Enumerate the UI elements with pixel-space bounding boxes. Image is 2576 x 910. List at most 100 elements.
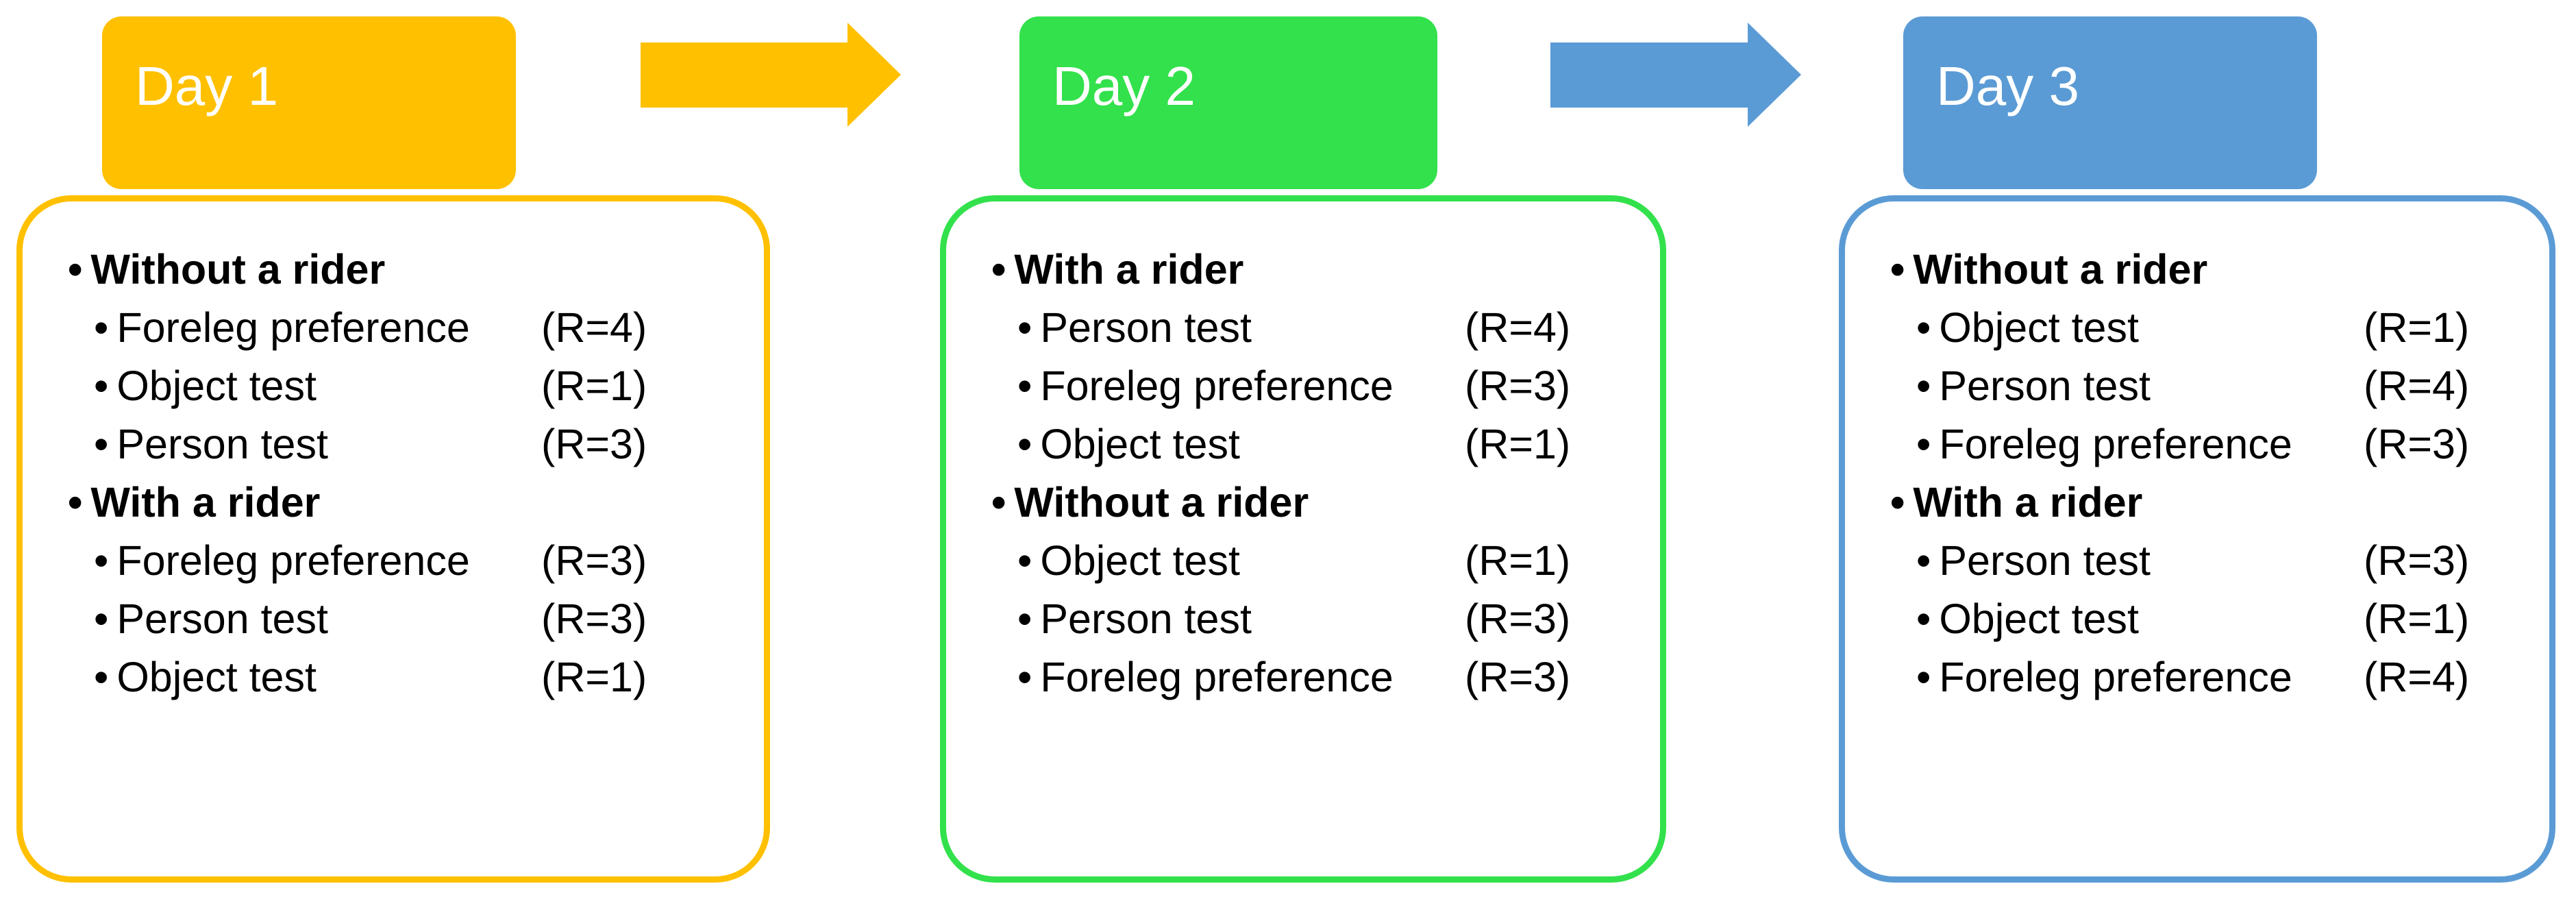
- day3-header: Day 3: [1903, 16, 2317, 189]
- test-item-row: Foreleg preference (R=3): [1845, 415, 2549, 474]
- bullet-icon: [94, 654, 108, 700]
- test-item-row: Object test(R=1): [946, 532, 1660, 590]
- rank-value: (R=3): [2364, 537, 2470, 584]
- bullet-icon: [1890, 479, 1905, 526]
- test-label: Person test: [116, 595, 328, 642]
- bullet-icon: [1916, 654, 1931, 700]
- bullet-icon: [991, 246, 1006, 293]
- test-label: Person test: [1040, 304, 1252, 351]
- day3-header-label: Day 3: [1936, 56, 2079, 116]
- section-label: With a rider: [90, 479, 321, 526]
- test-label: Foreleg preference: [1939, 421, 2292, 467]
- bullet-icon: [94, 537, 108, 584]
- test-item-row: Foreleg preference (R=3): [23, 532, 764, 590]
- bullet-icon: [1916, 595, 1931, 642]
- test-item-row: Foreleg preference (R=3): [946, 648, 1660, 706]
- test-item-row: Object test (R=1): [946, 415, 1660, 474]
- rank-value: (R=1): [2364, 595, 2470, 642]
- day2-tests-box: With a rider Person test (R=4) Foreleg pr…: [940, 195, 1666, 883]
- day3-tests-box: Without a rider Object test (R=1) Person …: [1839, 195, 2555, 883]
- rank-value: (R=3): [1465, 595, 1571, 642]
- day2-header: Day 2: [1019, 16, 1437, 189]
- bullet-icon: [1017, 304, 1032, 351]
- bullet-icon: [1017, 362, 1032, 409]
- test-label: Object test: [1939, 304, 2139, 351]
- rank-value: (R=4): [541, 304, 647, 351]
- bullet-icon: [68, 479, 82, 526]
- rank-value: (R=1): [1465, 537, 1571, 584]
- day2-header-label: Day 2: [1052, 56, 1196, 116]
- rank-value: (R=1): [1465, 421, 1571, 467]
- section-row: Without a rider: [946, 474, 1660, 532]
- section-row: With a rider: [946, 241, 1660, 299]
- test-label: Object test: [116, 654, 317, 700]
- day1-header-label: Day 1: [135, 56, 278, 116]
- rank-value: (R=3): [1465, 654, 1571, 700]
- rank-value: (R=4): [2364, 654, 2470, 700]
- arrow-right-icon-day2-to-day3: [1550, 23, 1801, 127]
- test-item-row: Object test (R=1): [1845, 590, 2549, 648]
- bullet-icon: [1017, 654, 1032, 700]
- test-item-row: Object test (R=1): [23, 648, 764, 706]
- test-label: Person test: [116, 421, 328, 467]
- test-label: Foreleg preference: [1040, 654, 1394, 700]
- rank-value: (R=1): [541, 654, 647, 700]
- test-item-row: Object test (R=1): [23, 357, 764, 415]
- bullet-icon: [94, 595, 108, 642]
- rank-value: (R=4): [2364, 362, 2470, 409]
- bullet-icon: [1916, 304, 1931, 351]
- rank-value: (R=3): [541, 421, 647, 467]
- bullet-icon: [94, 304, 108, 351]
- day1-tests-box: Without a rider Foreleg preference(R=4) …: [16, 195, 770, 883]
- test-label: Object test: [1939, 595, 2139, 642]
- rank-value: (R=3): [541, 537, 647, 584]
- section-label: With a rider: [1014, 246, 1244, 293]
- bullet-icon: [94, 362, 108, 409]
- test-item-row: Person test (R=3): [946, 590, 1660, 648]
- test-item-row: Foreleg preference (R=3): [946, 357, 1660, 415]
- section-row: Without a rider: [23, 241, 764, 299]
- test-label: Foreleg preference: [116, 304, 470, 351]
- section-row: With a rider: [23, 474, 764, 532]
- arrow-right-icon-day1-to-day2: [641, 23, 901, 127]
- section-label: With a rider: [1913, 479, 2143, 526]
- test-label: Foreleg preference: [1939, 654, 2292, 700]
- test-label: Person test: [1040, 595, 1252, 642]
- rank-value: (R=3): [1465, 362, 1571, 409]
- test-item-row: Person test (R=3): [1845, 532, 2549, 590]
- day1-header: Day 1: [102, 16, 516, 189]
- rank-value: (R=3): [2364, 421, 2470, 467]
- test-label: Foreleg preference: [116, 537, 470, 584]
- test-item-row: Person test (R=4): [1845, 357, 2549, 415]
- test-item-row: Person test (R=4): [946, 299, 1660, 357]
- bullet-icon: [1916, 362, 1931, 409]
- bullet-icon: [94, 421, 108, 467]
- test-label: Person test: [1939, 362, 2151, 409]
- bullet-icon: [68, 246, 82, 293]
- section-label: Without a rider: [1913, 246, 2208, 293]
- rank-value: (R=1): [2364, 304, 2470, 351]
- test-item-row: Foreleg preference (R=4): [1845, 648, 2549, 706]
- rank-value: (R=3): [541, 595, 647, 642]
- bullet-icon: [1916, 537, 1931, 584]
- test-label: Foreleg preference: [1040, 362, 1394, 409]
- test-label: Object test: [116, 362, 317, 409]
- section-row: With a rider: [1845, 474, 2549, 532]
- bullet-icon: [991, 479, 1006, 526]
- test-item-row: Person test (R=3): [23, 415, 764, 474]
- bullet-icon: [1916, 421, 1931, 467]
- rank-value: (R=4): [1465, 304, 1571, 351]
- test-label: Object test: [1040, 421, 1240, 467]
- section-row: Without a rider: [1845, 241, 2549, 299]
- test-item-row: Object test (R=1): [1845, 299, 2549, 357]
- bullet-icon: [1017, 421, 1032, 467]
- test-label: Person test: [1939, 537, 2151, 584]
- bullet-icon: [1017, 537, 1032, 584]
- section-label: Without a rider: [90, 246, 386, 293]
- section-label: Without a rider: [1014, 479, 1309, 526]
- bullet-icon: [1890, 246, 1905, 293]
- test-item-row: Person test (R=3): [23, 590, 764, 648]
- rank-value: (R=1): [541, 362, 647, 409]
- test-item-row: Foreleg preference (R=4): [23, 299, 764, 357]
